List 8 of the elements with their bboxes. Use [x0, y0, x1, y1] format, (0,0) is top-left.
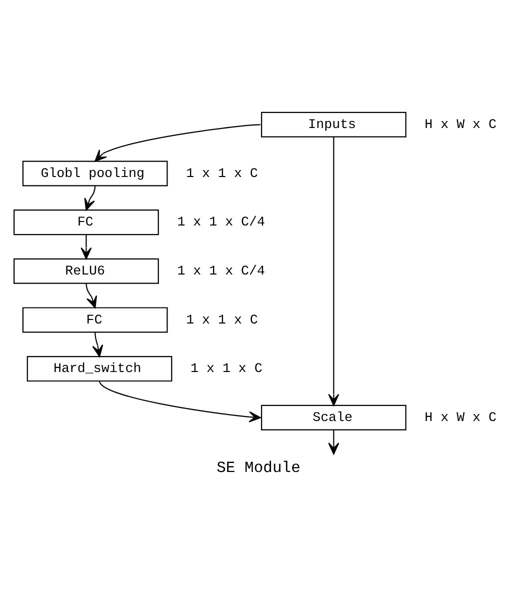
node-label: H x W x C	[424, 116, 496, 132]
caption: SE Module	[216, 458, 300, 476]
node-label: 1 x 1 x C	[186, 165, 258, 180]
node-label: 1 x 1 x C/4	[176, 263, 264, 278]
node-label: 1 x 1 x C	[186, 312, 258, 327]
node-label: H x W x C	[424, 410, 496, 425]
node-label: 1 x 1 x C/4	[176, 214, 264, 230]
node-label: 1 x 1 x C	[190, 360, 262, 376]
